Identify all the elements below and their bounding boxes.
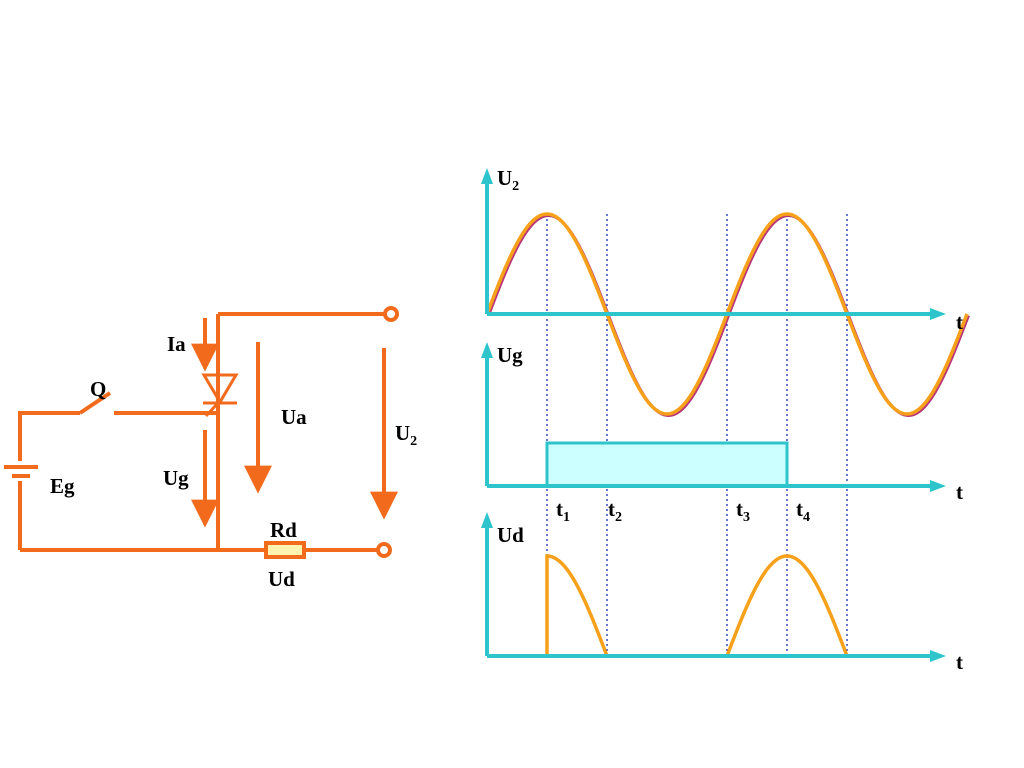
ug-plot: Ug t	[481, 342, 963, 504]
ud-y-arrowhead	[481, 512, 493, 528]
u2-x-arrowhead	[930, 308, 946, 320]
label-ug-circuit: Ug	[163, 466, 189, 490]
label-u2-circuit: U2	[395, 421, 417, 449]
ug-y-label: Ug	[497, 343, 523, 367]
u2-plot: U2 t	[481, 166, 970, 418]
thyristor-circuit: Ia Q Ua U2 Eg Ug Rd Ud	[4, 306, 417, 591]
ud-plot: Ud t	[481, 512, 963, 674]
ug-y-arrowhead	[481, 342, 493, 358]
label-rd: Rd	[270, 518, 297, 542]
ud-y-label: Ud	[497, 523, 524, 547]
ud-x-label: t	[956, 650, 963, 674]
label-eg: Eg	[50, 474, 75, 498]
u2-x-label: t	[956, 310, 963, 334]
label-ia: Ia	[167, 332, 186, 356]
wire-left-upper	[18, 411, 80, 461]
resistor-rd	[264, 541, 306, 559]
time-guide-lines	[546, 214, 848, 656]
ug-x-label: t	[956, 480, 963, 504]
time-marker-t3: t3	[736, 497, 750, 525]
time-marker-t4: t4	[796, 497, 810, 525]
label-ud-circuit: Ud	[268, 567, 295, 591]
ug-gate-pulse	[545, 441, 789, 488]
ug-x-arrowhead	[930, 480, 946, 492]
label-ua: Ua	[281, 405, 307, 429]
switch-q-blade	[78, 391, 112, 415]
ud-rectified-wave	[545, 554, 849, 657]
terminal-top	[383, 306, 399, 322]
u2-y-label: U2	[497, 166, 519, 194]
ud-x-arrowhead	[930, 650, 946, 662]
battery-eg	[4, 465, 38, 478]
time-marker-t2: t2	[608, 497, 622, 525]
label-q: Q	[90, 377, 106, 401]
thyristor-symbol	[201, 373, 239, 418]
time-marker-t1: t1	[556, 497, 570, 525]
terminal-bottom	[376, 542, 392, 558]
u2-y-arrowhead	[481, 168, 493, 184]
waveform-plots: U2 t Ug t Ud t t1 t2 t3 t4	[481, 166, 970, 674]
